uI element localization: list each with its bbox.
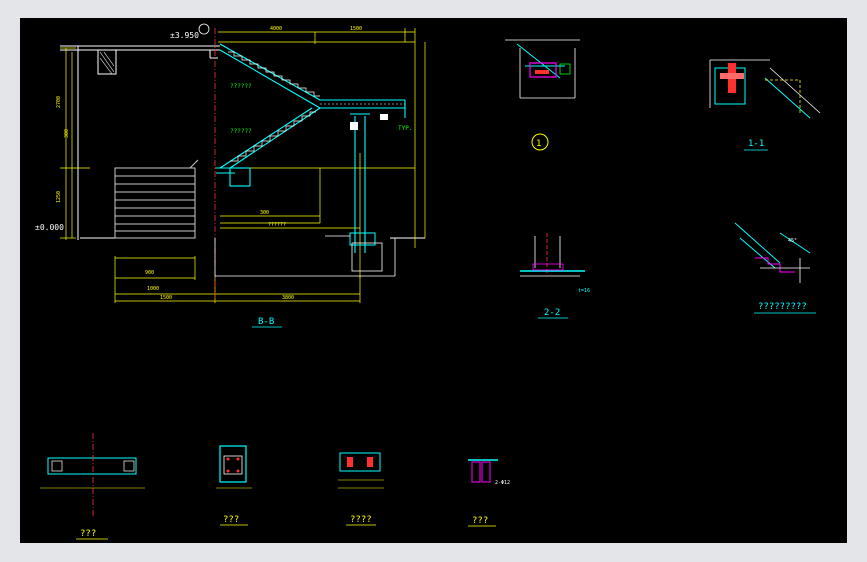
svg-text:1000: 1000: [147, 286, 159, 292]
slope-mark: 45°: [788, 238, 797, 244]
detail-1-label: 1: [536, 139, 541, 149]
svg-text:??????: ??????: [268, 222, 286, 228]
section-title: B-B: [258, 317, 274, 327]
svg-text:3800: 3800: [282, 295, 294, 301]
detail-1: 1: [505, 39, 580, 151]
detail-2-2: t=16 2-2: [520, 233, 590, 319]
ground-elevation: ±0.000: [35, 223, 64, 232]
svg-text:2700: 2700: [56, 96, 62, 108]
bottom-label-3: ????: [350, 515, 372, 525]
svg-text:1500: 1500: [350, 26, 362, 32]
bottom-detail-4: 2-Φ12 ???: [468, 459, 510, 527]
bottom-label-2: ???: [223, 515, 239, 525]
detail-misc-label: ?????????: [758, 302, 807, 312]
svg-text:4000: 4000: [270, 26, 282, 32]
svg-text:900: 900: [145, 270, 154, 276]
svg-text:300: 300: [260, 210, 269, 216]
bottom-label-1: ???: [80, 529, 96, 539]
top-elevation: ±3.950: [170, 31, 199, 40]
bottom-label-4: ???: [472, 516, 488, 526]
bottom-detail-2: ???: [216, 445, 252, 526]
detail-misc: 45° ?????????: [734, 222, 816, 314]
typ-note: TYP.: [398, 125, 412, 132]
detail-callout-marker: [198, 23, 210, 35]
bottom-detail-3: ????: [338, 452, 384, 526]
stirrup-mark: 2-Φ12: [495, 480, 510, 486]
plate-mark: t=16: [578, 288, 590, 294]
bottom-detail-1: ???: [40, 433, 145, 540]
svg-text:1500: 1500: [160, 295, 172, 301]
note-upper: ??????: [230, 83, 252, 90]
detail-1-1: 1-1: [709, 59, 821, 151]
detail-2-2-label: 2-2: [544, 308, 560, 318]
detail-1-circle: [531, 133, 549, 151]
cad-drawing: 2700 1250 300 900 1000 1500 3800 4000 15…: [35, 23, 821, 540]
section-b-b: 2700 1250 300 900 1000 1500 3800 4000 15…: [35, 23, 426, 328]
note-lower: ??????: [230, 128, 252, 135]
svg-text:1250: 1250: [56, 191, 62, 203]
detail-1-1-label: 1-1: [748, 139, 764, 149]
drawing-canvas[interactable]: 2700 1250 300 900 1000 1500 3800 4000 15…: [20, 18, 847, 543]
svg-text:300: 300: [64, 129, 70, 138]
